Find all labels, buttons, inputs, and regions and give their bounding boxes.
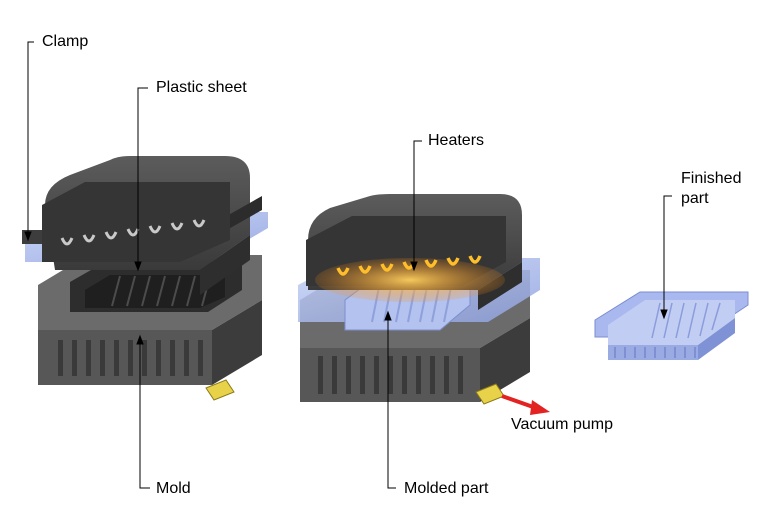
mold-left: [38, 255, 262, 401]
middle-assembly: [298, 194, 550, 415]
label-mold: Mold: [156, 480, 191, 497]
vacuum-arrow: [501, 394, 550, 415]
label-finished-part-2: part: [681, 190, 709, 207]
label-plastic-sheet: Plastic sheet: [156, 79, 247, 96]
label-clamp: Clamp: [42, 33, 89, 50]
clamp-left: [22, 156, 262, 295]
leader-lines: [24, 41, 672, 489]
label-finished-part-1: Finished: [681, 170, 742, 187]
finished-part: [594, 291, 749, 360]
clamp-middle: [306, 194, 522, 310]
left-assembly: [22, 156, 268, 401]
heater-glow: [315, 258, 505, 302]
label-molded-part: Molded part: [404, 480, 489, 497]
label-vacuum-pump: Vacuum pump: [511, 416, 613, 433]
label-heaters: Heaters: [428, 132, 485, 149]
